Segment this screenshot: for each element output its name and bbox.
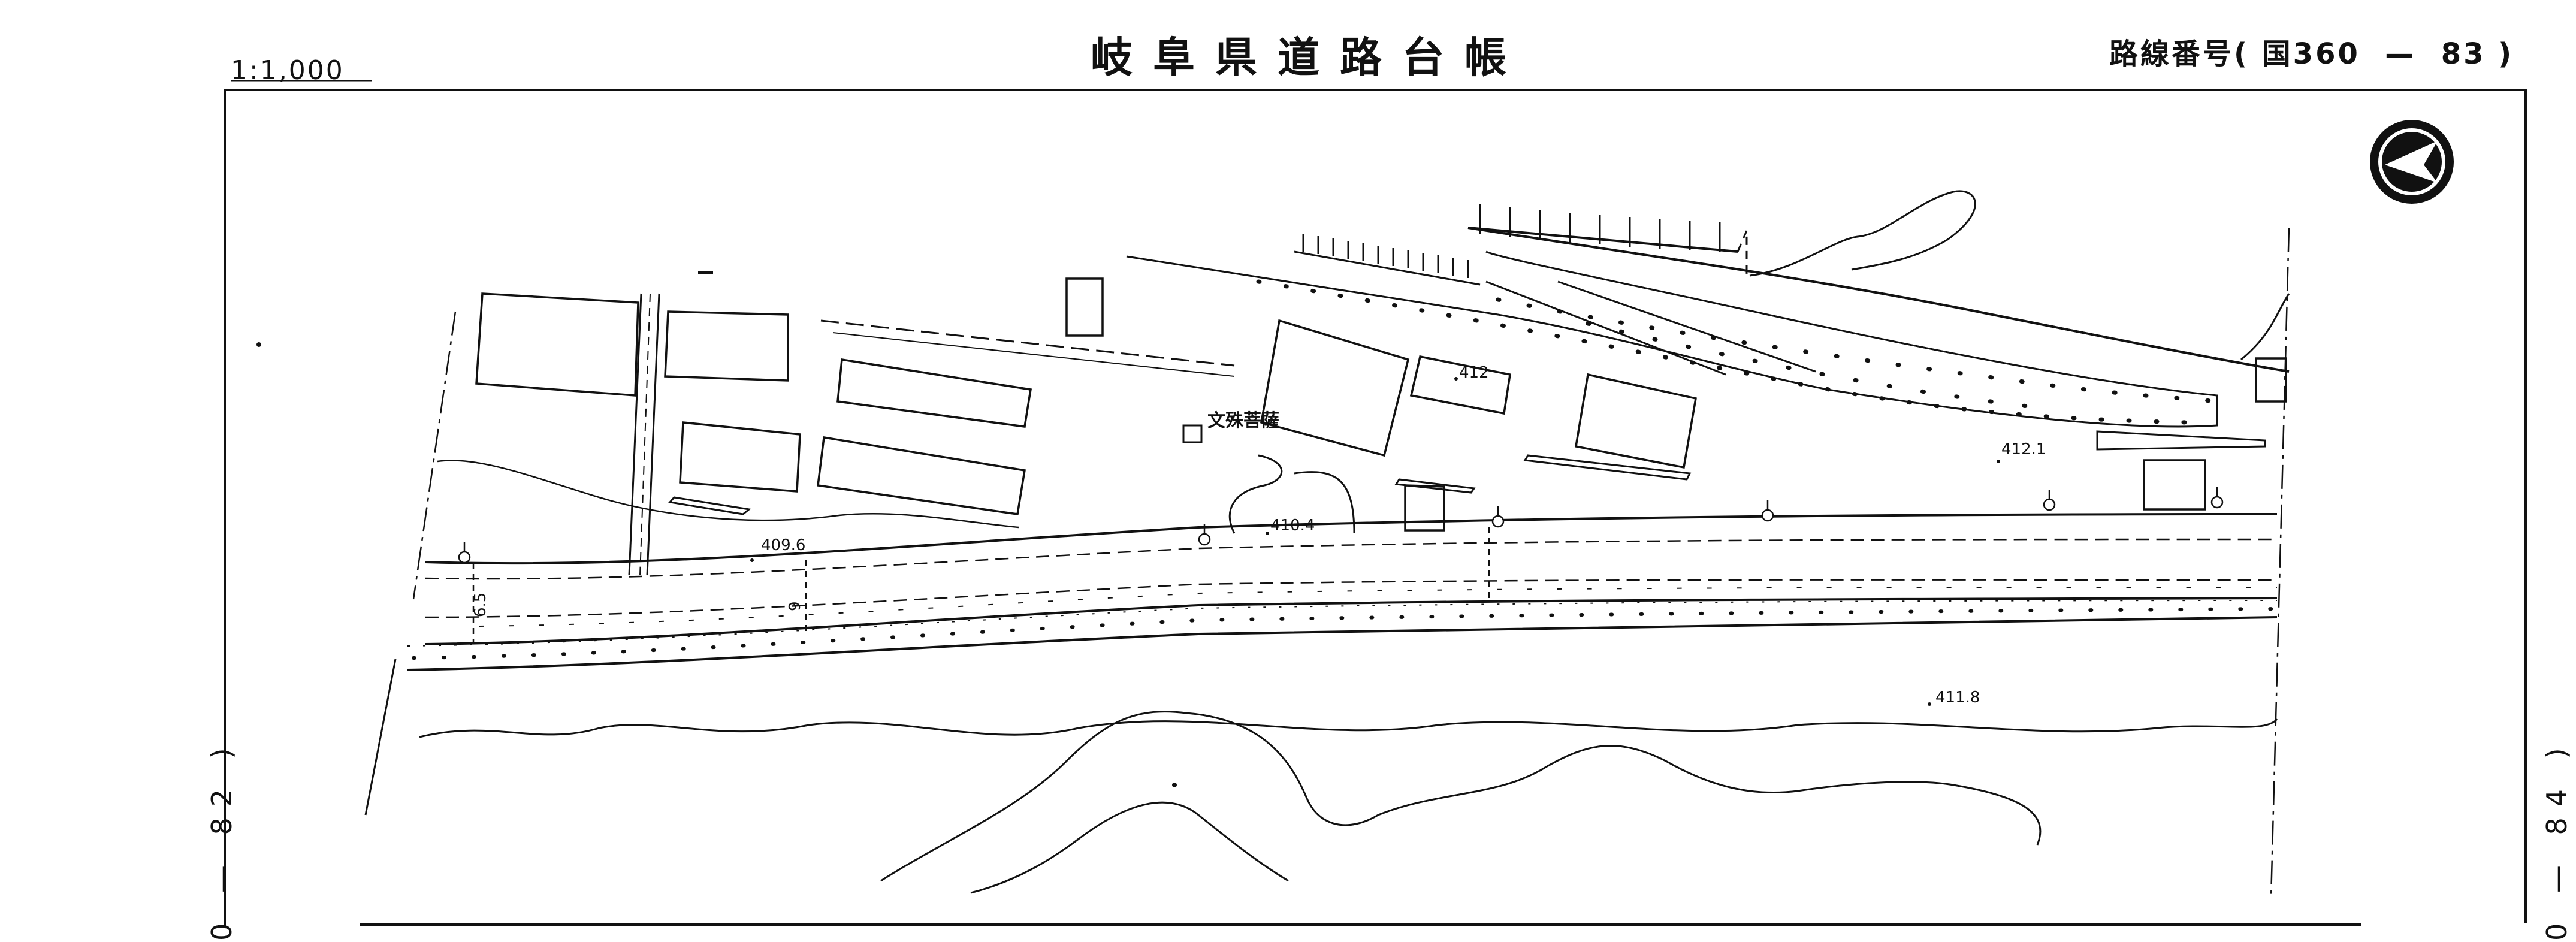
building (1404, 484, 1445, 532)
landmark-label: 文殊菩薩 (1207, 410, 1279, 431)
elevation-points (750, 377, 2000, 706)
dot-mark (1172, 783, 1177, 787)
road-edge-bottom (407, 616, 2278, 671)
building (1065, 277, 1104, 337)
shoreline (1749, 190, 1976, 277)
shoreline-right (2240, 293, 2290, 361)
north-arrow-icon (2370, 120, 2454, 204)
river-contours (364, 659, 2278, 894)
route-code: 国360 (2261, 37, 2360, 71)
map-frame (224, 89, 2527, 926)
route-suffix: ) (2498, 37, 2514, 71)
buildings (475, 277, 2287, 532)
match-line-right (2270, 227, 2290, 899)
building (475, 292, 639, 397)
utility-poles (458, 487, 2224, 564)
elevation-410-4: 410.4 (1270, 517, 1315, 535)
elevation-412-1: 412.1 (2001, 440, 2046, 458)
elevation-412: 412 (1459, 364, 1489, 382)
temple-symbol (1182, 424, 1203, 443)
road-width-mid: 9 (786, 601, 804, 611)
road-center-dashed-2 (425, 579, 2278, 618)
match-line-left (412, 311, 457, 600)
route-number: 路線番号( 国360 — 83 ) (2109, 30, 2514, 72)
building (1574, 373, 1698, 469)
building (836, 358, 1032, 428)
side-lane (628, 293, 1355, 576)
building (817, 436, 1026, 515)
building (2255, 357, 2287, 403)
road-sidewalk-top (407, 600, 2278, 647)
parking-ticks (1302, 204, 1721, 278)
road-edge-mid (425, 597, 2278, 645)
elevation-411-8: 411.8 (1935, 689, 1980, 707)
building (2143, 459, 2206, 511)
sheet-title: 岐阜県道路台帳 (1091, 33, 1527, 82)
building (1260, 319, 1410, 457)
route-dash: — (2385, 37, 2417, 71)
road (407, 513, 2279, 671)
dot-mark (256, 342, 261, 347)
building (664, 310, 789, 382)
slope-area (1126, 227, 2290, 451)
road-width-left: 6.5 (472, 593, 490, 617)
road-edge-top (425, 513, 2278, 565)
building (679, 421, 801, 493)
road-width-markers (472, 527, 1490, 644)
left-bank (437, 460, 1019, 529)
route-num: 83 (2441, 37, 2486, 71)
building (1409, 355, 1511, 415)
parking-areas (820, 204, 1748, 377)
road-center-dashed (425, 538, 2278, 580)
route-prefix: 路線番号( (2109, 37, 2249, 71)
elevation-409-6: 409.6 (761, 536, 805, 554)
parked-boats (668, 454, 1692, 515)
